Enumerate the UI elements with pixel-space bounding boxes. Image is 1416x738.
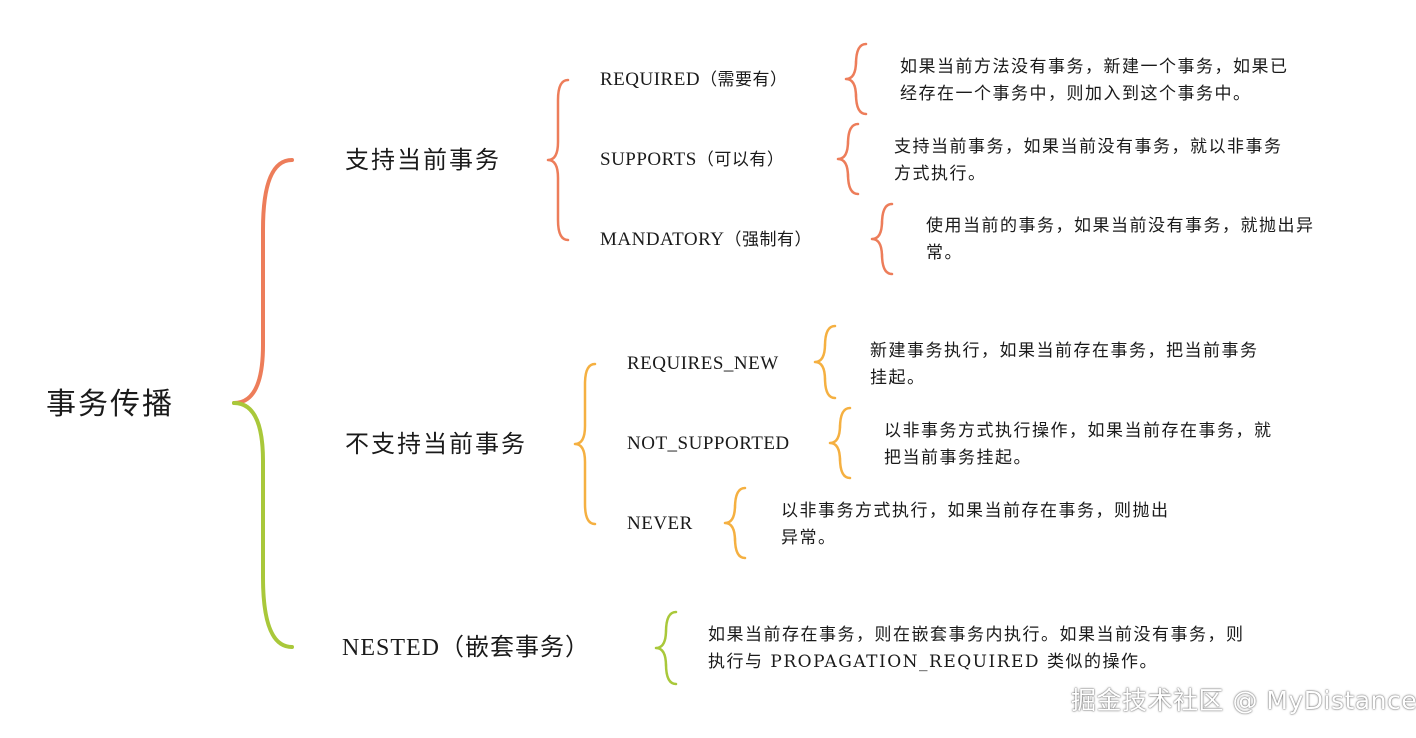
desc-line: 如果当前存在事务，则在嵌套事务内执行。如果当前没有事务，则 (708, 625, 1245, 645)
desc-not-supported: 以非事务方式执行操作，如果当前存在事务，就 把当前事务挂起。 (884, 418, 1354, 472)
item-never: NEVER (627, 514, 693, 533)
item-note: （需要有） (700, 70, 788, 90)
desc-line: 使用当前的事务，如果当前没有事务，就抛出异 (926, 216, 1315, 236)
group-label-support: 支持当前事务 (345, 146, 501, 174)
item-supports: SUPPORTS（可以有） (600, 150, 784, 169)
item-mandatory-bracket (870, 202, 894, 276)
desc-line: 常。 (926, 243, 963, 263)
desc-line: 执行与 PROPAGATION_REQUIRED 类似的操作。 (708, 652, 1158, 672)
item-never-bracket (723, 486, 747, 560)
desc-line: 支持当前事务，如果当前没有事务，就以非事务 (894, 137, 1283, 157)
group-label-nested: NESTED（嵌套事务） (342, 635, 590, 661)
group-nested-bracket (654, 610, 678, 686)
item-note: （强制有） (724, 230, 813, 250)
item-required: REQUIRED（需要有） (600, 70, 788, 89)
desc-line: 以非事务方式执行，如果当前存在事务，则抛出 (781, 501, 1170, 521)
item-mandatory: MANDATORY（强制有） (600, 230, 812, 249)
item-name: REQUIRED (600, 69, 701, 90)
item-not-supported-bracket (828, 406, 852, 480)
item-name: NOT_SUPPORTED (627, 433, 790, 454)
item-requires-new-bracket (813, 324, 837, 400)
item-name: MANDATORY (600, 229, 725, 250)
group-support-bracket (546, 78, 570, 242)
desc-line: 异常。 (781, 528, 837, 548)
item-name: NEVER (627, 513, 693, 534)
desc-requires-new: 新建事务执行，如果当前存在事务，把当前事务 挂起。 (870, 338, 1340, 392)
item-required-bracket (844, 42, 868, 116)
item-not-supported: NOT_SUPPORTED (627, 434, 790, 453)
desc-required: 如果当前方法没有事务，新建一个事务，如果已 经存在一个事务中，则加入到这个事务中… (900, 54, 1370, 108)
desc-line: 经存在一个事务中，则加入到这个事务中。 (900, 84, 1252, 104)
desc-line: 以非事务方式执行操作，如果当前存在事务，就 (884, 421, 1273, 441)
desc-mandatory: 使用当前的事务，如果当前没有事务，就抛出异 常。 (926, 213, 1396, 267)
item-requires-new: REQUIRES_NEW (627, 354, 779, 373)
root-bracket-lower (232, 401, 294, 649)
desc-line: 方式执行。 (894, 164, 987, 184)
item-name: SUPPORTS (600, 149, 697, 170)
desc-nested: 如果当前存在事务，则在嵌套事务内执行。如果当前没有事务，则 执行与 PROPAG… (708, 622, 1348, 676)
desc-line: 挂起。 (870, 368, 926, 388)
group-not-support-bracket (573, 362, 597, 526)
desc-line: 把当前事务挂起。 (884, 448, 1032, 468)
desc-never: 以非事务方式执行，如果当前存在事务，则抛出 异常。 (781, 498, 1251, 552)
item-note: （可以有） (696, 150, 785, 170)
root-node-label: 事务传播 (46, 387, 174, 422)
item-supports-bracket (836, 122, 860, 196)
group-label-not-support: 不支持当前事务 (345, 430, 527, 458)
root-bracket-upper (232, 158, 294, 405)
desc-line: 如果当前方法没有事务，新建一个事务，如果已 (900, 57, 1289, 77)
desc-line: 新建事务执行，如果当前存在事务，把当前事务 (870, 341, 1259, 361)
watermark-text: 掘金技术社区 @ MyDistance (1071, 686, 1416, 715)
desc-supports: 支持当前事务，如果当前没有事务，就以非事务 方式执行。 (894, 134, 1364, 188)
item-name: REQUIRES_NEW (627, 353, 779, 374)
